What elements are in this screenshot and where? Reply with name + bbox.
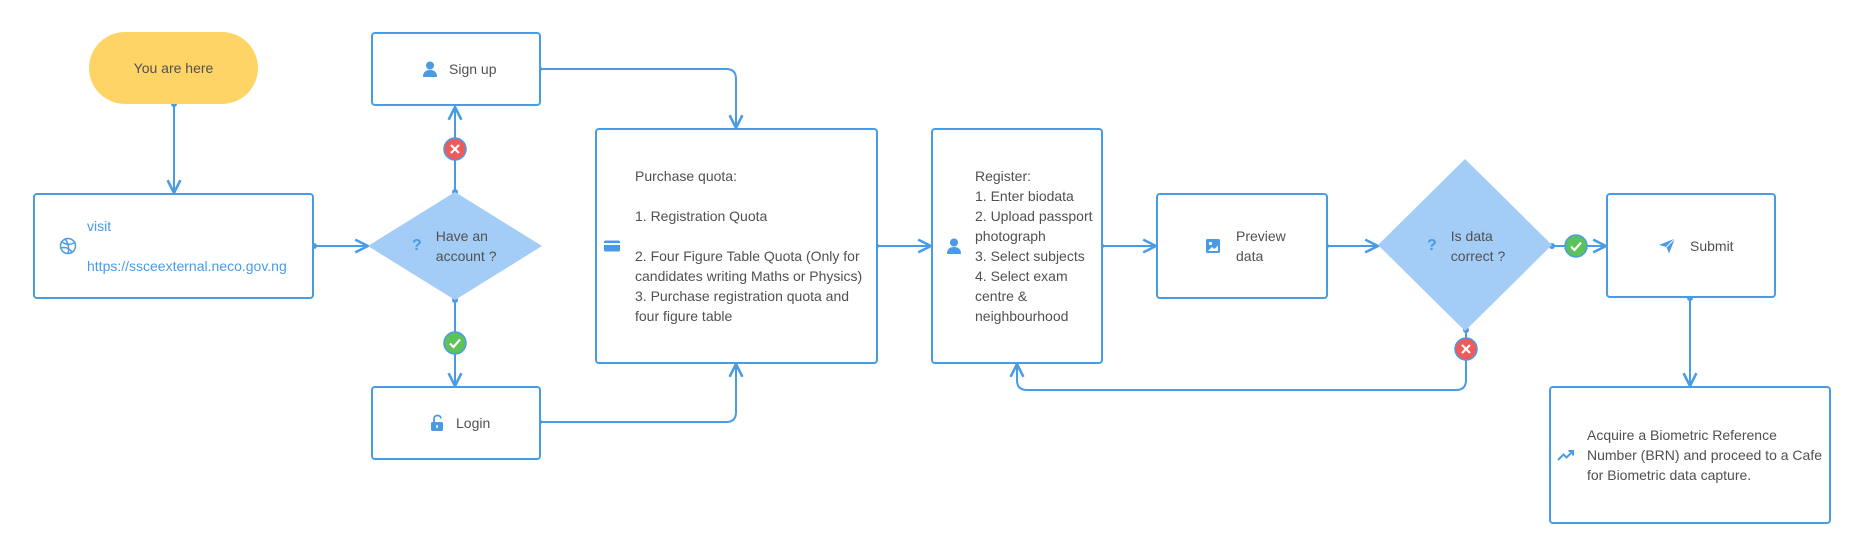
decision-account-label: Have an account ? (435, 228, 497, 264)
preview-label: Preview data (1236, 228, 1286, 264)
question-icon: ? (1427, 237, 1437, 254)
login-node[interactable]: Login (371, 386, 541, 460)
register-node[interactable]: Register: 1. Enter biodata 2. Upload pas… (931, 128, 1103, 364)
credit-card-icon (604, 240, 620, 252)
no-badge-cross-icon (443, 137, 467, 161)
purchase-text: Purchase quota: 1. Registration Quota 2.… (635, 168, 863, 324)
preview-node[interactable]: Preview data (1156, 193, 1328, 299)
start-node: You are here (89, 32, 258, 104)
decision-data: ? Is data correct ? (1427, 226, 1505, 266)
user-icon (947, 238, 961, 254)
globe-icon (59, 237, 77, 255)
login-label: Login (456, 415, 491, 431)
edge-login-purchase (539, 364, 736, 423)
decision-account-diamond (368, 192, 542, 300)
purchase-node[interactable]: Purchase quota: 1. Registration Quota 2.… (595, 128, 878, 364)
brn-node[interactable]: Acquire a Biometric Reference Number (BR… (1549, 386, 1831, 524)
signup-label: Sign up (449, 61, 497, 77)
trend-up-icon (1557, 450, 1574, 461)
decision-account: ? Have an account ? (412, 226, 497, 266)
send-icon (1659, 237, 1676, 253)
yes-badge-check-icon (1564, 234, 1588, 258)
brn-text: Acquire a Biometric Reference Number (BR… (1587, 427, 1822, 483)
user-icon (423, 61, 437, 77)
decision-data-label: Is data correct ? (1450, 228, 1506, 264)
edge-signup-purchase (539, 68, 736, 128)
submit-label: Submit (1690, 237, 1734, 254)
image-icon (1206, 239, 1220, 253)
visit-label: visit (87, 218, 112, 234)
edge-decision-register (1017, 330, 1467, 391)
submit-node[interactable]: Submit (1606, 193, 1776, 298)
unlock-icon (431, 414, 443, 431)
question-icon: ? (412, 237, 422, 254)
signup-node[interactable]: Sign up (371, 32, 541, 106)
visit-url-link[interactable]: https://ssceexternal.neco.gov.ng (87, 258, 287, 274)
decision-data-diamond (1378, 159, 1552, 331)
no-badge-cross-icon (1454, 337, 1478, 361)
register-text: Register: 1. Enter biodata 2. Upload pas… (975, 168, 1093, 324)
yes-badge-check-icon (443, 331, 467, 355)
start-label: You are here (133, 60, 214, 76)
visit-node[interactable]: visit https://ssceexternal.neco.gov.ng (33, 193, 314, 299)
